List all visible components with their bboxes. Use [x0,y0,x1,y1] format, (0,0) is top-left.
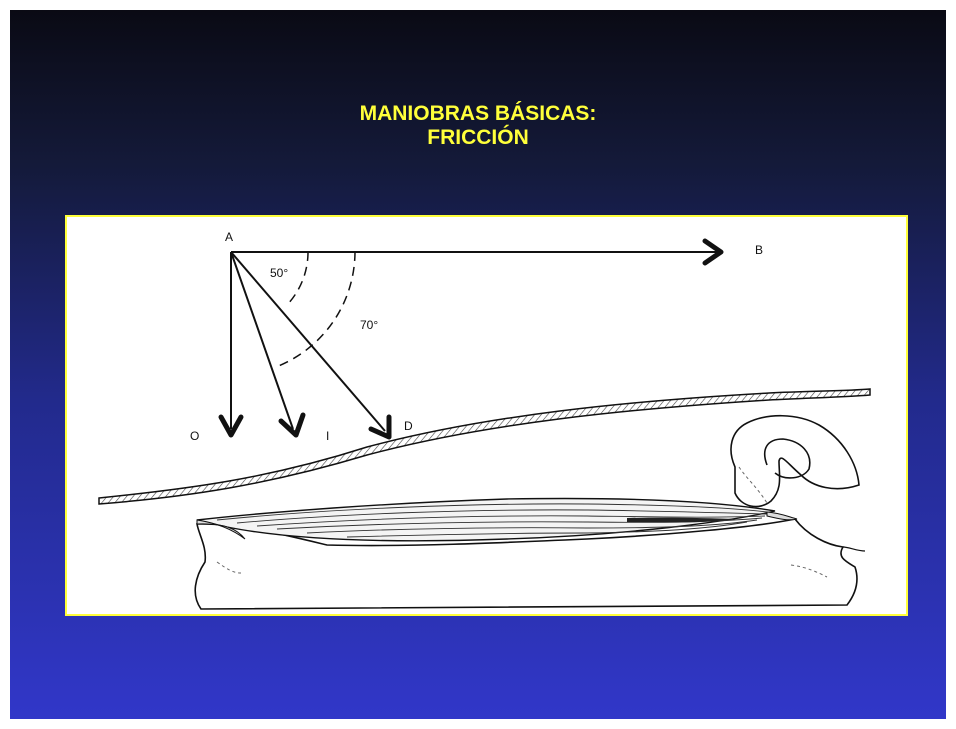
label-direction-o: O [190,429,199,443]
arrow-a-to-d [231,252,389,437]
arrow-a-to-i [231,252,303,435]
label-direction-d: D [404,419,413,433]
slide-title: MANIOBRAS BÁSICAS: FRICCIÓN [10,102,946,150]
label-angle-50: 50° [270,266,288,280]
angle-arc-50 [286,252,308,306]
joint-head [731,416,859,507]
bone-edge-right [843,547,865,551]
label-direction-i: I [326,429,329,443]
label-angle-70: 70° [360,318,378,332]
tendon-right [767,512,797,520]
title-line-1: MANIOBRAS BÁSICAS: [10,102,946,126]
friction-illustration: A B 50° 70° O I D [65,215,908,616]
arrow-a-to-b [231,241,721,263]
illustration-svg: A B 50° 70° O I D [67,217,906,614]
slide-background: MANIOBRAS BÁSICAS: FRICCIÓN A B 50° 70° … [10,10,946,719]
label-point-a: A [225,230,233,244]
title-line-2: FRICCIÓN [10,126,946,150]
label-point-b: B [755,243,763,257]
arrow-a-to-o [221,252,241,435]
